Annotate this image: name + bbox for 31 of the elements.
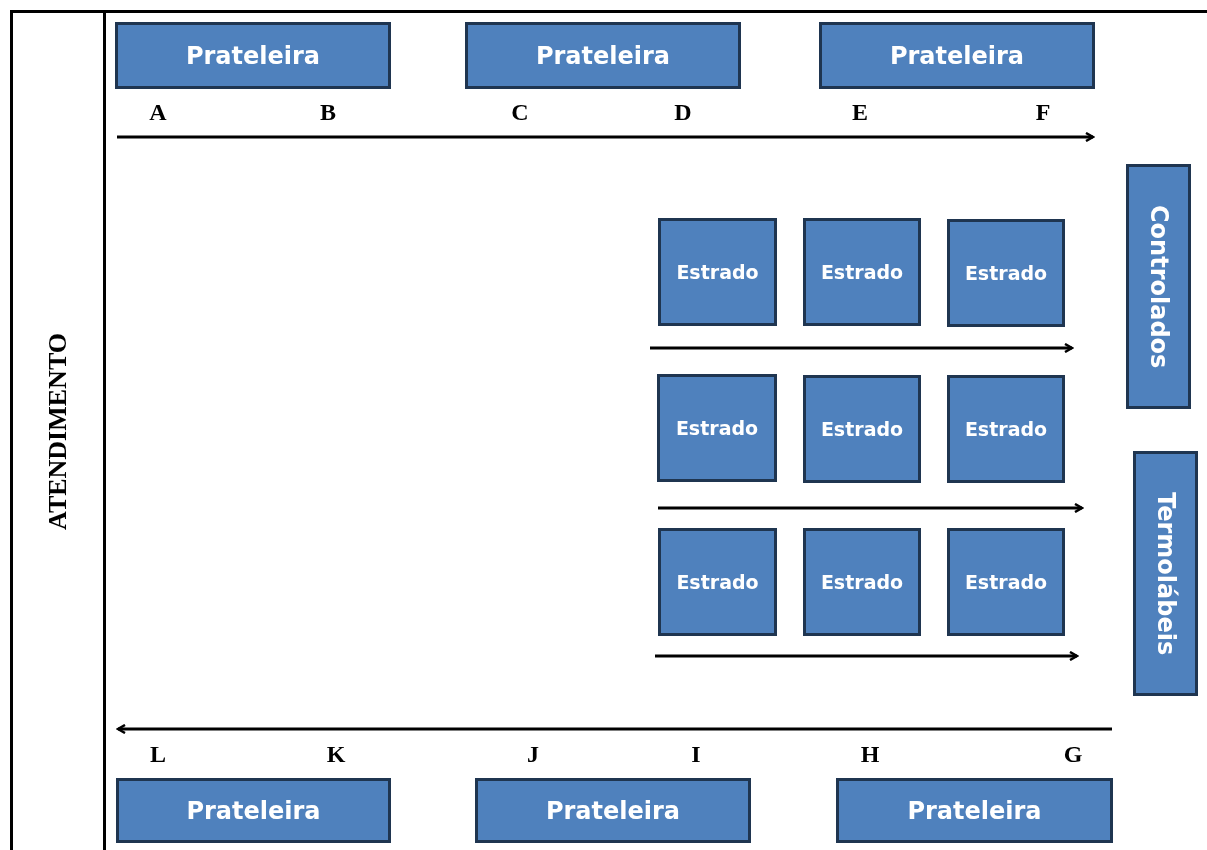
- pallet-box: Estrado: [947, 375, 1065, 483]
- position-letter: A: [149, 98, 167, 126]
- position-letter: K: [326, 740, 346, 768]
- area-label: ATENDIMENTO: [43, 333, 73, 530]
- storage-area-box: Controlados: [1126, 164, 1191, 409]
- shelf-box: Prateleira: [836, 778, 1113, 843]
- shelf-box: Prateleira: [475, 778, 751, 843]
- pallet-box: Estrado: [658, 218, 777, 326]
- position-letter: G: [1063, 740, 1083, 768]
- position-letter: L: [150, 740, 166, 768]
- pallet-box: Estrado: [947, 219, 1065, 327]
- shelf-box: Prateleira: [116, 778, 391, 843]
- pallet-box: Estrado: [657, 374, 777, 482]
- pallet-box: Estrado: [803, 375, 921, 483]
- pallet-box: Estrado: [803, 528, 921, 636]
- position-letter: J: [527, 740, 539, 768]
- position-letter: I: [691, 740, 701, 768]
- position-letter: C: [511, 98, 529, 126]
- shelf-box: Prateleira: [115, 22, 391, 89]
- position-letter: E: [852, 98, 868, 126]
- shelf-box: Prateleira: [819, 22, 1095, 89]
- pallet-box: Estrado: [803, 218, 921, 326]
- storage-area-box: Termolábeis: [1133, 451, 1198, 696]
- position-letter: D: [674, 98, 692, 126]
- shelf-box: Prateleira: [465, 22, 741, 89]
- position-letter: H: [860, 740, 880, 768]
- position-letter: F: [1035, 98, 1051, 126]
- service-area-band: [10, 10, 106, 850]
- position-letter: B: [320, 98, 336, 126]
- pallet-box: Estrado: [658, 528, 777, 636]
- pallet-box: Estrado: [947, 528, 1065, 636]
